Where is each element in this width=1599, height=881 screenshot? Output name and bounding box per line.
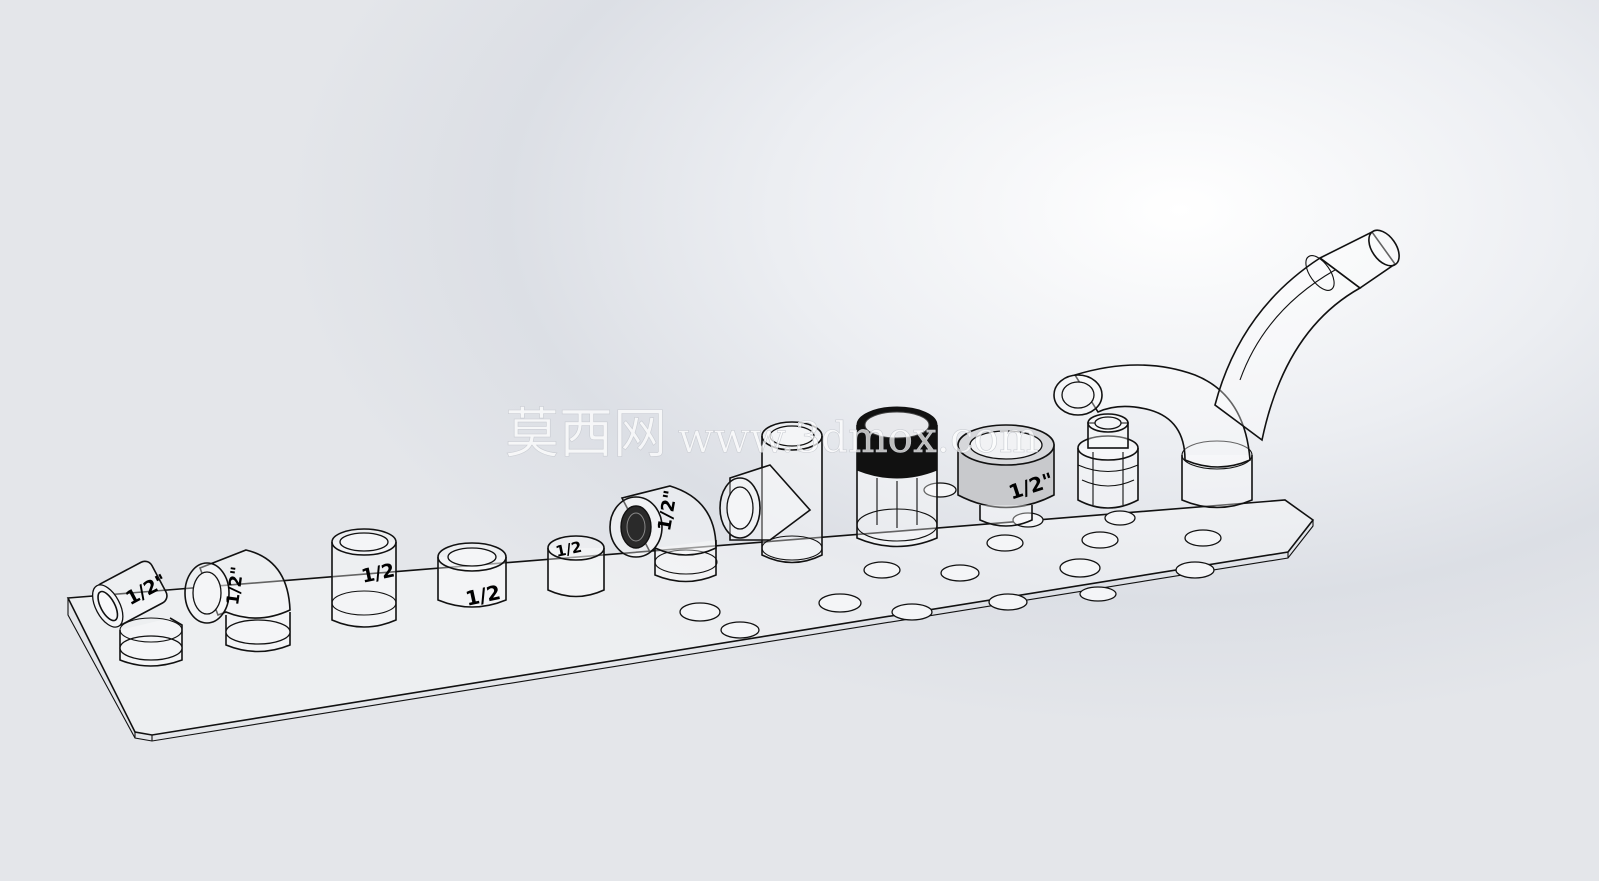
elbow-45-fitting: 1/2": [91, 560, 183, 667]
threaded-elbow-fitting: 1/2": [609, 485, 718, 583]
socket-with-band-fitting: [856, 406, 938, 548]
union-adapter-fitting: [1077, 413, 1139, 509]
union-nut-fitting: 1/2": [957, 424, 1056, 527]
coupling-fitting: 1/2: [331, 528, 397, 628]
watermark-chinese: 莫西网: [505, 402, 667, 465]
bent-pipe-fitting: [1053, 229, 1400, 509]
elbow-90-fitting: 1/2": [184, 549, 291, 653]
watermark: 莫西网 www.3dmox.com: [505, 402, 1039, 466]
plate-holes: [679, 482, 1222, 639]
tee-fitting: [719, 421, 823, 564]
bushing-size-label: 1/2: [554, 538, 584, 561]
watermark-url: www.3dmox.com: [678, 413, 1039, 462]
bushing-fitting: 1/2: [547, 535, 605, 598]
cap-fitting: 1/2: [437, 542, 507, 611]
